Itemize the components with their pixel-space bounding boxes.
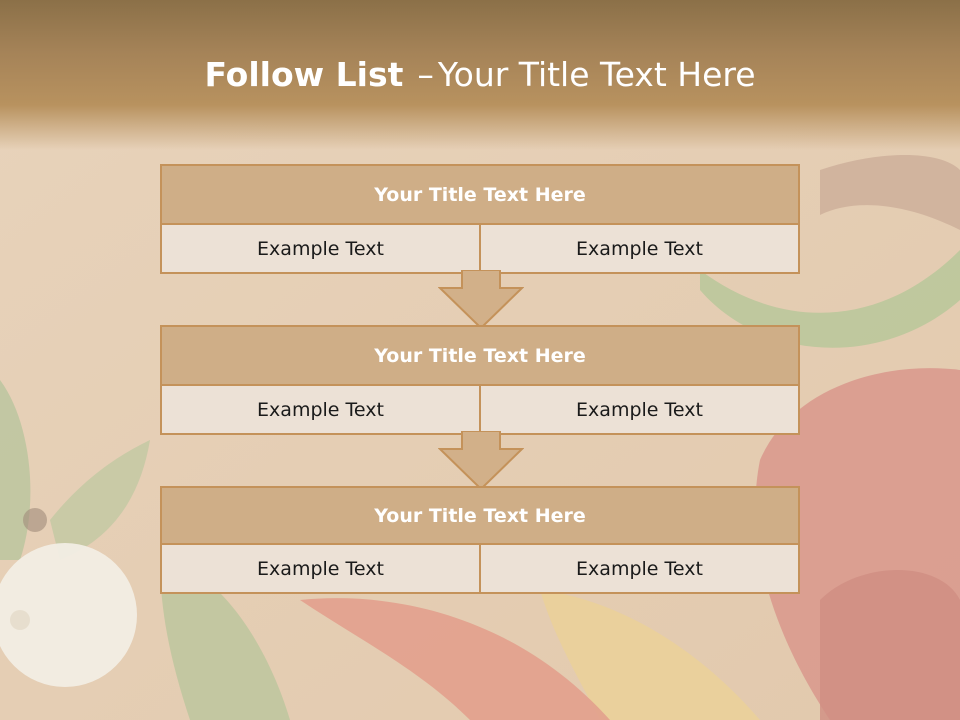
block-cell-right: Example Text [479,386,798,433]
slide-title-bold: Follow List [204,55,404,94]
header-band [0,0,960,150]
slide-title-rest: Your Title Text Here [437,55,756,94]
block-row: Example Text Example Text [162,545,798,592]
block-cell-right: Example Text [479,545,798,592]
block-row: Example Text Example Text [162,386,798,433]
list-block-1: Your Title Text Here Example Text Exampl… [160,164,800,274]
block-title: Your Title Text Here [162,327,798,386]
down-arrow-icon [438,431,524,491]
list-block-2: Your Title Text Here Example Text Exampl… [160,325,800,435]
slide-title: Follow List–Your Title Text Here [0,55,960,94]
slide-title-dash: – [417,55,434,94]
block-cell-left: Example Text [162,545,479,592]
block-cell-left: Example Text [162,386,479,433]
block-cell-left: Example Text [162,225,479,272]
block-title: Your Title Text Here [162,166,798,225]
list-block-3: Your Title Text Here Example Text Exampl… [160,486,800,594]
block-row: Example Text Example Text [162,225,798,272]
block-title: Your Title Text Here [162,488,798,545]
down-arrow-icon [438,270,524,330]
block-cell-right: Example Text [479,225,798,272]
